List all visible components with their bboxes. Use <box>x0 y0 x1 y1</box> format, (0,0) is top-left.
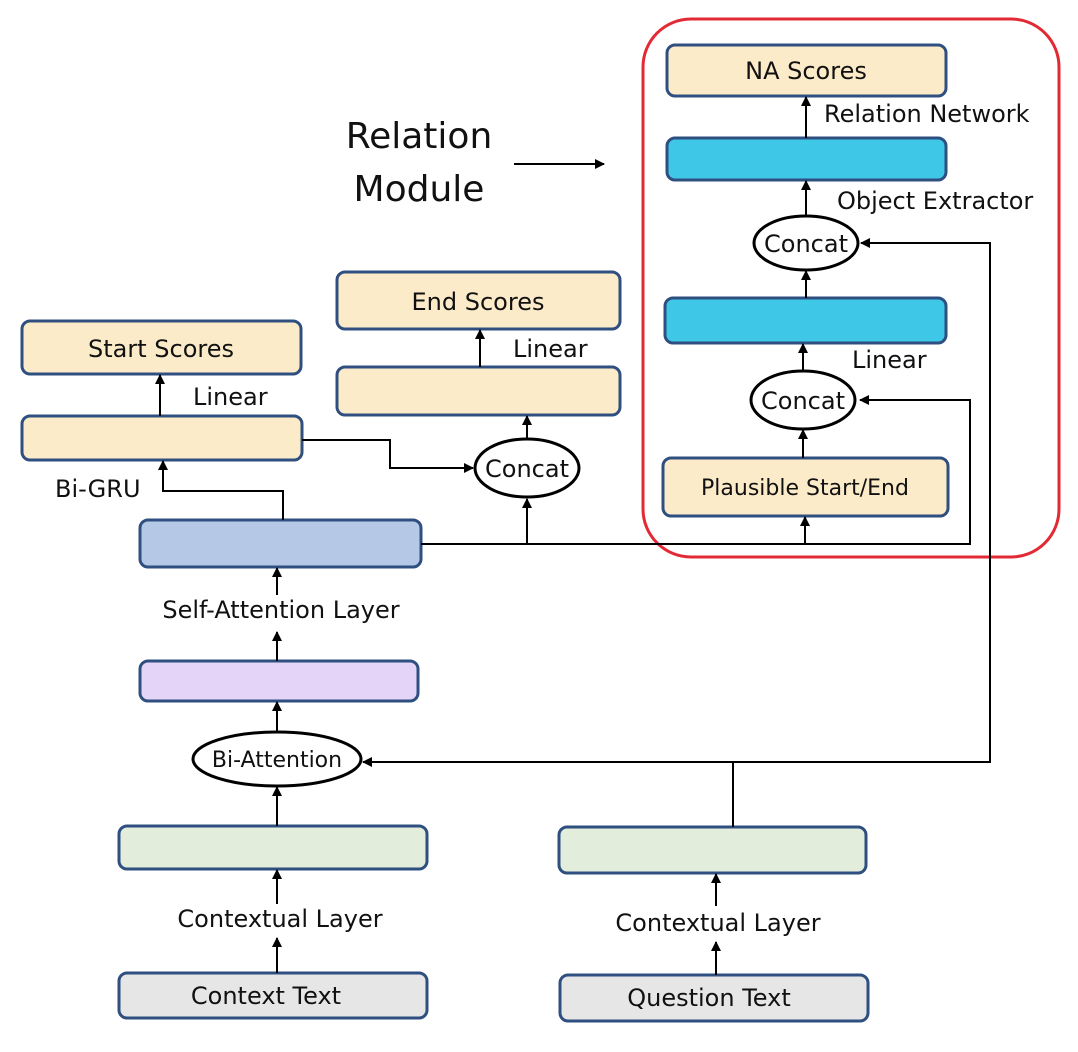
bi-gru-to-concat-end <box>302 439 474 473</box>
relation-module-title-line1: Relation <box>346 116 493 157</box>
bi-gru-box <box>20 414 304 462</box>
self-attention-bus <box>421 395 971 545</box>
end-linear-box <box>335 365 622 417</box>
context-contextual-box <box>117 824 429 871</box>
relation-module-title-line2: Module <box>354 169 485 210</box>
question-contextual-box <box>557 825 868 875</box>
end-scores-label: End Scores <box>412 288 545 316</box>
linear-end-label: Linear <box>513 335 588 363</box>
object-extractor-bar <box>663 296 948 345</box>
object-extractor-label: Object Extractor <box>837 187 1033 215</box>
concat-mid-label: Concat <box>761 387 845 415</box>
concat-end-ellipse <box>473 437 581 499</box>
bi-attention-output-box <box>138 659 420 703</box>
relation-network-bar <box>665 136 948 182</box>
start-scores-label: Start Scores <box>88 335 234 363</box>
question-to-concat-top <box>732 238 991 827</box>
bi-gru-label: Bi-GRU <box>55 475 141 503</box>
question-text-label: Question Text <box>627 984 791 1012</box>
context-text-box <box>117 971 429 1020</box>
connectors <box>155 96 991 975</box>
linear-module-label: Linear <box>852 346 927 374</box>
self-attention-label: Self-Attention Layer <box>162 596 399 624</box>
relation-network-label: Relation Network <box>824 100 1030 128</box>
self-attention-box <box>138 518 423 569</box>
contextual-right-label: Contextual Layer <box>615 909 820 937</box>
question-text-box <box>558 973 870 1023</box>
bi-attention-label: Bi-Attention <box>212 748 342 773</box>
context-text-label: Context Text <box>191 982 341 1010</box>
linear-start-label: Linear <box>193 383 268 411</box>
concat-top-label: Concat <box>764 230 848 258</box>
relation-module-frame <box>641 17 1061 559</box>
contextual-left-label: Contextual Layer <box>177 905 382 933</box>
concat-end-label: Concat <box>485 455 569 483</box>
plausible-start-end-label: Plausible Start/End <box>701 476 909 501</box>
na-scores-label: NA Scores <box>745 57 867 85</box>
self-attention-to-bi-gru <box>158 460 284 520</box>
